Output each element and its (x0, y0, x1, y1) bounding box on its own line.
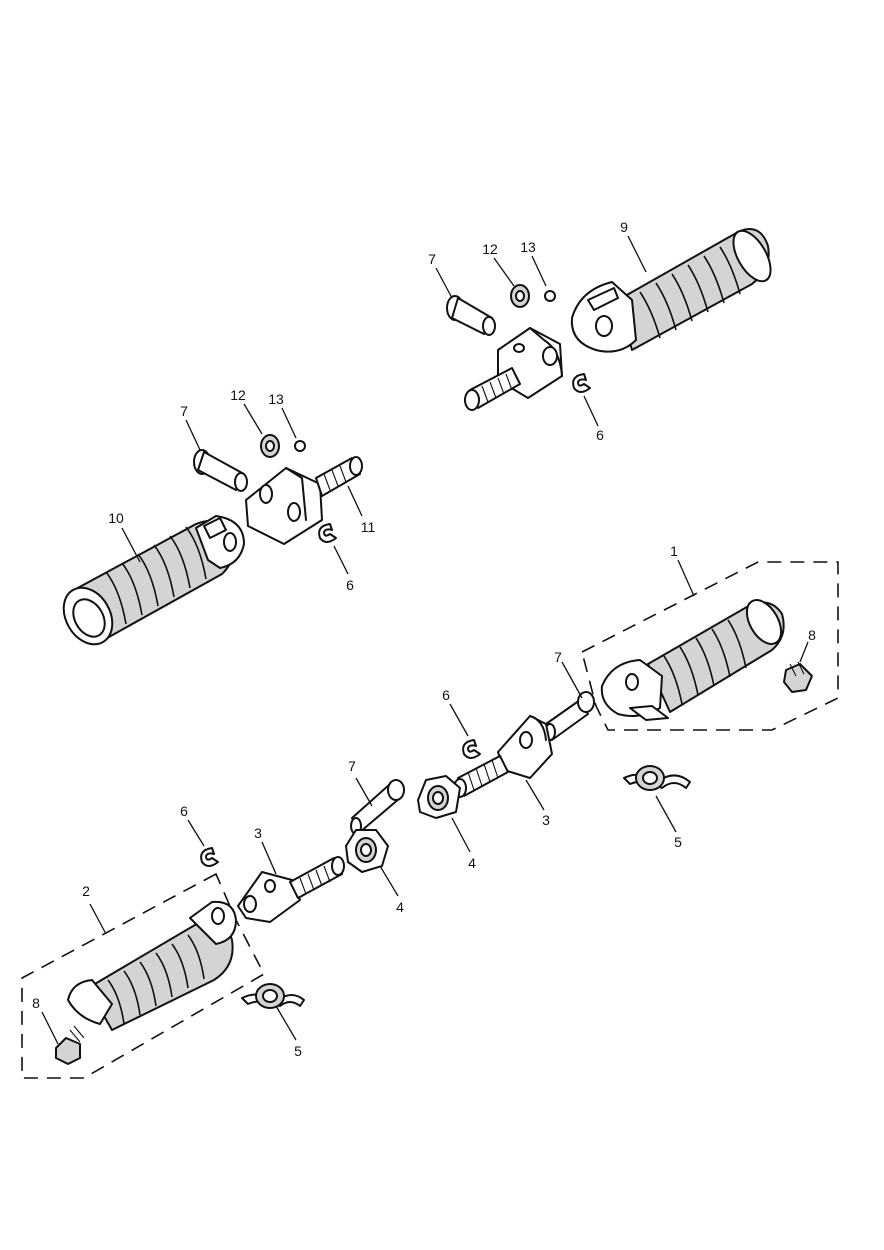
label-7-top-left: 7 (180, 403, 188, 419)
label-4-left: 4 (396, 899, 404, 915)
circlip-part-6-left (200, 847, 219, 867)
flange-nut-part-4-left (345, 829, 389, 873)
footrest-assembly-part-1 (600, 599, 785, 721)
label-7-middle: 7 (348, 758, 356, 774)
label-6-top-right: 6 (596, 427, 604, 443)
pivot-pin-part-7-top-right (446, 295, 496, 336)
label-13-top-left: 13 (268, 391, 284, 407)
label-10-top-left: 10 (108, 510, 124, 526)
circlip-part-6-right (462, 739, 481, 759)
label-7-top-right: 7 (428, 251, 436, 267)
label-12-top-left: 12 (230, 387, 246, 403)
label-8-right: 8 (808, 627, 816, 643)
return-spring-part-5-right (623, 765, 691, 791)
footrest-hanger-part-3-left (237, 856, 345, 923)
label-9-top-right: 9 (620, 219, 628, 235)
adjuster-screw-part-8-left (55, 1025, 85, 1065)
assembly-boundary-part-1 (581, 561, 839, 731)
label-6-top-left: 6 (346, 577, 354, 593)
label-11-top-left: 11 (361, 519, 376, 535)
pivot-pin-part-7-top-left (193, 449, 248, 492)
label-5-right: 5 (674, 834, 682, 850)
footrest-hanger-bracket-top-right (464, 327, 563, 411)
label-6-right: 6 (442, 687, 450, 703)
circlip-part-6-top-left (318, 523, 337, 543)
spring-washer-part-12-top-right (510, 284, 530, 308)
label-13-top-right: 13 (520, 239, 536, 255)
ball-part-13-top-left (294, 440, 306, 452)
footrest-hanger-bracket-part-11 (245, 456, 363, 545)
label-5-left: 5 (294, 1043, 302, 1059)
label-12-top-right: 12 (482, 241, 498, 257)
circlip-part-6-top-right (572, 373, 591, 393)
ball-part-13-top-right (544, 290, 556, 302)
label-3-left: 3 (254, 825, 262, 841)
label-4-right: 4 (468, 855, 476, 871)
footrest-rubber-part-10 (62, 515, 245, 646)
flange-nut-part-4-right (417, 775, 461, 819)
footrest-assembly-part-2 (67, 900, 237, 1031)
label-2-left: 2 (82, 883, 90, 899)
label-8-left: 8 (32, 995, 40, 1011)
adjuster-screw-part-8-right (783, 661, 813, 693)
label-6-left: 6 (180, 803, 188, 819)
label-3-right: 3 (542, 812, 550, 828)
return-spring-part-5-left (241, 983, 305, 1009)
spring-washer-part-12-top-left (260, 434, 280, 458)
label-1-right: 1 (670, 543, 678, 559)
pivot-pin-part-7-middle (350, 779, 405, 835)
pivot-pin-part-7-right (544, 691, 595, 741)
label-7-right: 7 (554, 649, 562, 665)
footrest-rubber-part-9 (570, 228, 772, 353)
